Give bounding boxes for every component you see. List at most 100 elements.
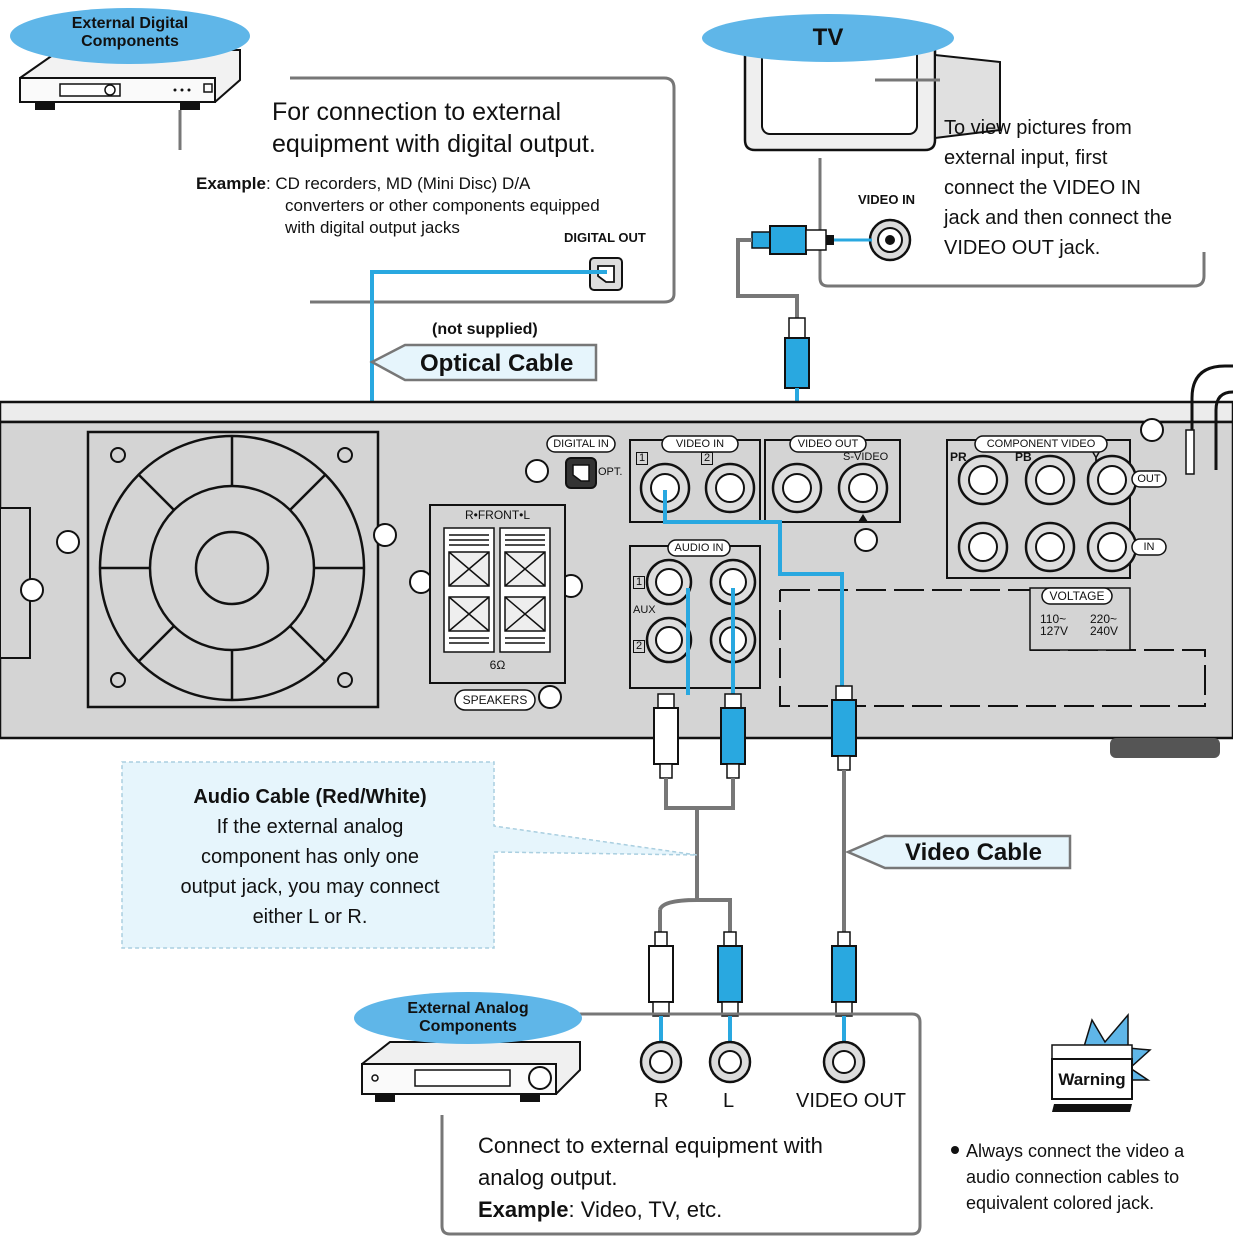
video-out-panel-label: VIDEO OUT [797, 438, 859, 450]
pr-label: PR [950, 450, 967, 464]
audio-callout-line: either L or R. [252, 906, 368, 928]
warning-icon [951, 1012, 1152, 1154]
voltage-line: 127V [1040, 624, 1069, 638]
audio-callout-title: Audio Cable (Red/White) [193, 786, 427, 808]
panel-video-link-line [663, 490, 844, 690]
aux-label: AUX [633, 604, 656, 616]
badge-line: External Analog [407, 1000, 529, 1017]
optical-note: (not supplied) [432, 321, 538, 338]
tv-badge [702, 14, 954, 62]
digital-in-jack-icon [546, 435, 616, 489]
example-text: : CD recorders, MD (Mini Disc) D/A [265, 174, 531, 193]
video-in-panel-label: VIDEO IN [675, 438, 725, 450]
warning-line: audio connection cables to [966, 1167, 1180, 1187]
external-analog-badge-label: External Analog Components [354, 1000, 582, 1036]
badge-line: Components [81, 33, 179, 50]
digital-title: For connection to external equipment wit… [272, 96, 596, 160]
example-text: with digital output jacks [285, 218, 460, 237]
optical-cable-label-box [369, 343, 598, 382]
digital-callout-box [178, 76, 676, 304]
speaker-terminals [429, 504, 566, 711]
tv-video-cable-line [736, 238, 799, 330]
audio-cable-line [658, 778, 735, 932]
y-label: Y [1092, 450, 1101, 464]
analog-instruction-line: analog output. [478, 1165, 618, 1190]
component-video-label: COMPONENT VIDEO [986, 438, 1096, 450]
tv-video-plug-icon [751, 225, 872, 255]
digital-out-label: DIGITAL OUT [564, 230, 646, 245]
audio-red-plug-bottom [717, 931, 743, 1056]
warning-line: Always connect the video a [966, 1141, 1185, 1161]
tv-instruction-line: external input, first [944, 147, 1108, 169]
digital-in-label: DIGITAL IN [553, 438, 609, 450]
audio-in-block [629, 539, 761, 689]
voltage-line: 220~ [1090, 612, 1118, 626]
audio-callout-line: component has only one [201, 846, 419, 868]
voltage-selector [779, 587, 1206, 707]
audio-callout-text: Audio Cable (Red/White) If the external … [130, 782, 490, 932]
digital-title-line: equipment with digital output. [272, 130, 596, 158]
tv-instruction-line: VIDEO OUT jack. [944, 237, 1101, 259]
video-cable-label: Video Cable [905, 839, 1042, 866]
video-in-block [629, 435, 761, 523]
digital-title-line: For connection to external [272, 98, 562, 126]
voltage-line: 240V [1090, 624, 1119, 638]
example-label: Example [478, 1197, 569, 1222]
warning-label: Warning [1058, 1070, 1126, 1089]
voltage-option-220: 220~ 240V [1090, 613, 1118, 637]
in-label: IN [1143, 541, 1155, 553]
out-label: OUT [1137, 473, 1161, 485]
opt-label: OPT. [598, 466, 623, 478]
voltage-option-110: 110~ 127V [1040, 613, 1068, 637]
audio-link-lines [686, 588, 735, 695]
badge-line: External Digital [71, 15, 189, 32]
badge-line: Components [419, 1018, 517, 1035]
tv-callout-box [818, 78, 1206, 288]
cooling-fan-icon [86, 430, 380, 709]
digital-example: Example: CD recorders, MD (Mini Disc) D/… [196, 173, 600, 239]
jack-video-out-label: VIDEO OUT [796, 1090, 907, 1112]
warning-text: Always connect the video a audio connect… [966, 1138, 1184, 1216]
audio-red-plug-top [720, 693, 746, 779]
tv-video-in-jack-icon [868, 218, 912, 262]
optical-cable-label: Optical Cable [420, 350, 574, 377]
tv-device [743, 38, 1001, 152]
external-analog-component-device [361, 1041, 581, 1102]
video-plug-top [831, 685, 857, 771]
tv-instruction-line: connect the VIDEO IN [944, 177, 1141, 199]
audio-in-label: AUDIO IN [674, 542, 724, 554]
video-in-2-label: 2 [701, 452, 714, 465]
external-digital-component-device [19, 49, 241, 110]
external-digital-badge [10, 8, 250, 64]
analog-instructions: Connect to external equipment with analo… [478, 1130, 823, 1226]
analog-output-jacks [639, 1040, 866, 1084]
audio-callout-line: output jack, you may connect [180, 876, 440, 898]
example-label: Example [196, 174, 266, 193]
analog-instruction-line: Connect to external equipment with [478, 1133, 823, 1158]
tv-badge-label: TV [812, 24, 844, 51]
speakers-label: SPEAKERS [462, 693, 528, 707]
voltage-line: 110~ [1040, 612, 1067, 626]
aux-2-label: 2 [633, 640, 646, 653]
example-text: converters or other components equipped [285, 196, 600, 215]
ohm-label: 6Ω [489, 658, 506, 672]
video-in-1-label: 1 [636, 452, 649, 465]
audio-callout-box [121, 761, 698, 949]
jack-r-label: R [654, 1090, 669, 1112]
pb-label: PB [1015, 450, 1032, 464]
warning-line: equivalent colored jack. [966, 1193, 1155, 1213]
video-out-block [764, 435, 901, 523]
s-video-label: S-VIDEO [843, 451, 889, 463]
voltage-label: VOLTAGE [1049, 589, 1105, 603]
tv-instruction-line: To view pictures from [944, 117, 1132, 139]
video-plug-bottom [831, 931, 857, 1056]
audio-white-plug-bottom [648, 931, 674, 1056]
front-speaker-label: R•FRONT•L [464, 508, 531, 522]
jack-l-label: L [723, 1090, 735, 1112]
component-video-block [946, 435, 1167, 579]
audio-white-plug-top [653, 693, 679, 779]
analog-callout-box [440, 1012, 922, 1236]
tv-instruction-line: jack and then connect the [944, 207, 1172, 229]
aux-1-label: 1 [633, 576, 646, 589]
